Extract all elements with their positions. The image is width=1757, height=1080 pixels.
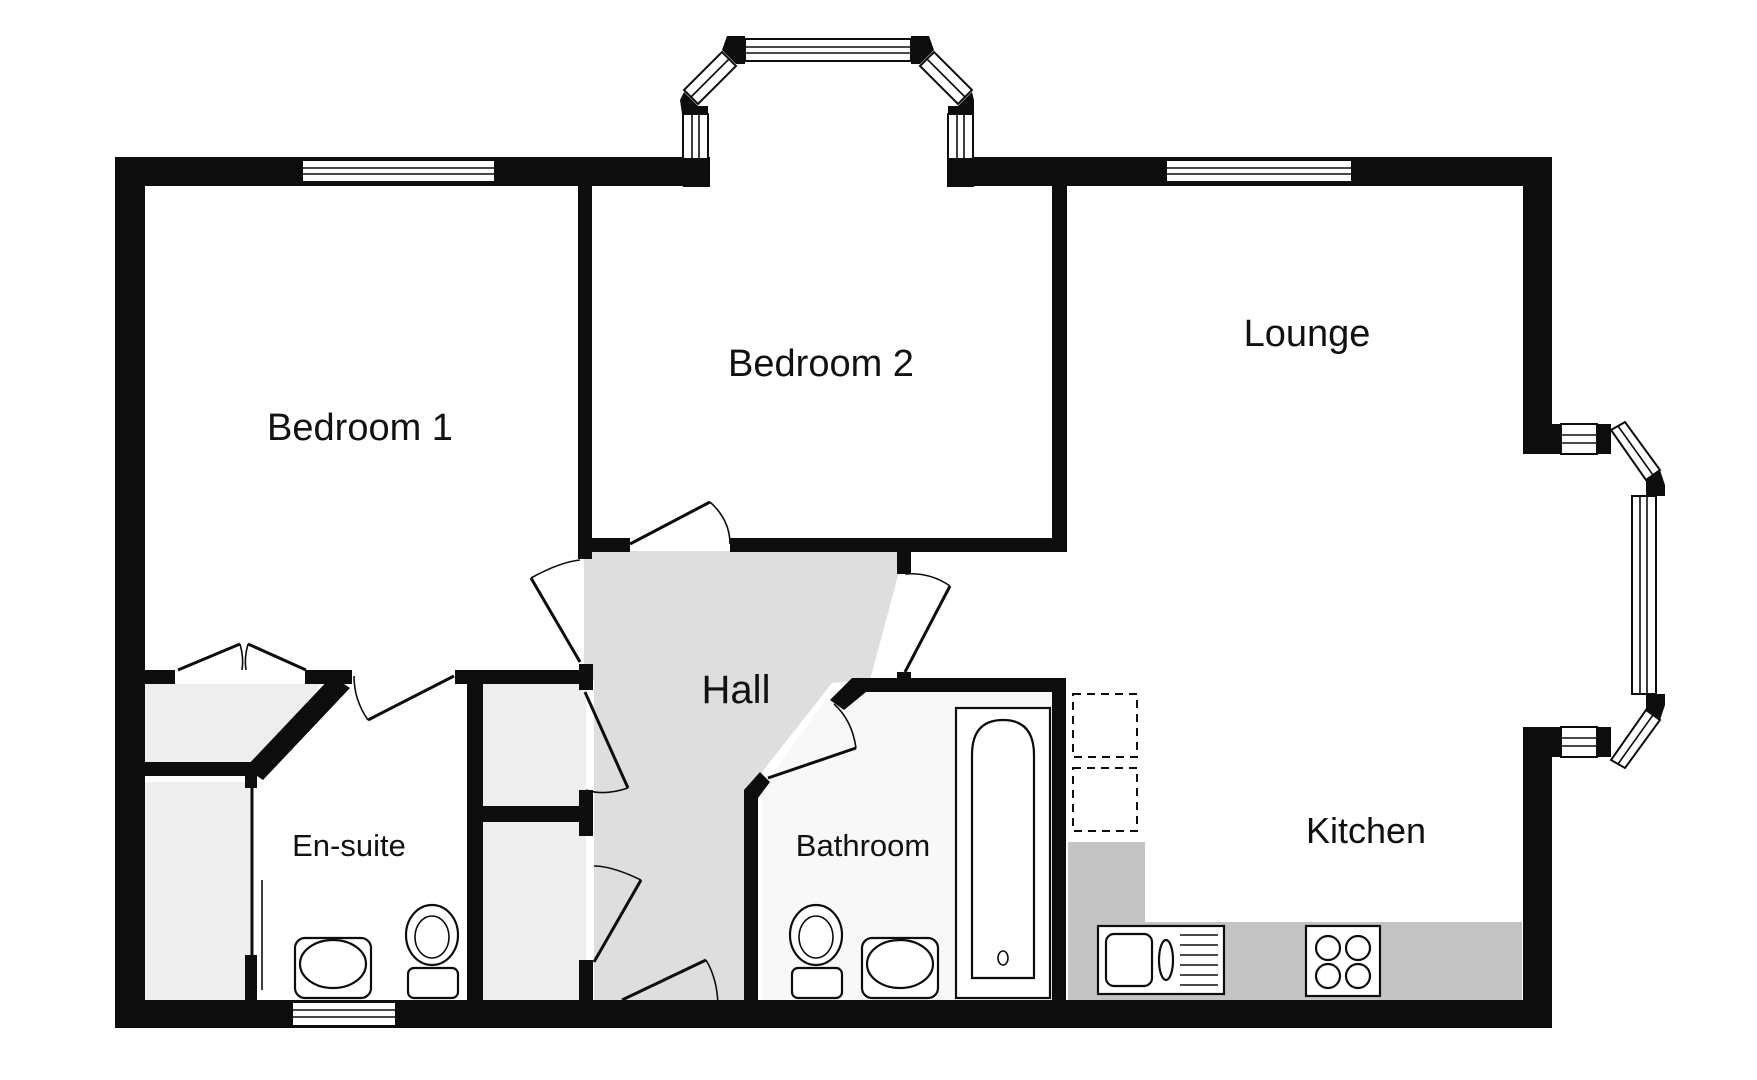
- wall-entrance-stub: [593, 1000, 623, 1028]
- hall-cupboard-1-floor: [483, 684, 586, 806]
- doors: [177, 500, 952, 1009]
- wall-bathroom-right: [1052, 678, 1066, 1000]
- wall-bed1-bottom-mid: [305, 670, 352, 684]
- label-lounge: Lounge: [1244, 313, 1371, 355]
- wall-bed1-bottom-left: [145, 670, 175, 684]
- sliding-door-en-suite-storage: [250, 786, 263, 990]
- door-bedroom-1: [529, 559, 582, 663]
- window-lounge-bay: [1560, 420, 1665, 770]
- fixtures: [293, 693, 1382, 1000]
- door-entrance: [621, 958, 719, 1009]
- bathroom-basin-icon: [860, 936, 940, 1000]
- door-hall-cupboard-2: [592, 865, 643, 963]
- wall-right-bay-stub-bottom: [1523, 727, 1561, 757]
- door-lounge: [903, 572, 952, 673]
- wall-bed1-bed2: [578, 186, 592, 559]
- wall-bathroom-top: [852, 678, 1064, 692]
- wall-bathroom-corner-bottom: [744, 772, 770, 1000]
- door-en-suite: [353, 674, 455, 722]
- wall-en-suite-left: [245, 768, 257, 788]
- wall-hall-cupboard-right-2: [579, 790, 593, 836]
- wall-bay-stub-left: [683, 157, 710, 187]
- wall-hall-cupboard-right-3: [579, 960, 593, 1000]
- hob-icon: [1304, 924, 1382, 998]
- label-bathroom: Bathroom: [796, 828, 930, 863]
- window-en-suite: [291, 1001, 397, 1027]
- en-suite-storage-floor: [145, 782, 253, 1000]
- en-suite-basin-icon: [293, 936, 373, 1000]
- wall-en-suite-right: [467, 670, 483, 1000]
- wall-bed1-bottom-right: [455, 670, 585, 684]
- bath-icon: [954, 706, 1052, 1000]
- wall-bed1-cupboard-bottom: [145, 762, 265, 776]
- wall-bathroom-corner-top: [830, 678, 866, 710]
- label-kitchen: Kitchen: [1306, 810, 1426, 851]
- en-suite-toilet-icon: [404, 903, 460, 1000]
- windows: [291, 36, 1665, 1027]
- kitchen-sink-icon: [1096, 924, 1226, 996]
- wall-en-suite-left-lower: [245, 955, 257, 1000]
- window-bedroom-1: [301, 159, 496, 183]
- room-labels: Bedroom 1 Bedroom 2 Lounge Hall En-suite…: [267, 313, 1426, 863]
- window-bedroom-2-bay: [680, 36, 974, 160]
- hall-floor: [584, 551, 900, 1020]
- wall-left: [115, 157, 145, 1028]
- door-hall-cupboard-1: [583, 691, 630, 794]
- wall-hall-cupboard-right-1: [579, 664, 593, 690]
- wall-bed2-lounge: [1052, 186, 1067, 552]
- bathroom-toilet-icon: [788, 903, 844, 1000]
- label-bedroom-1: Bedroom 1: [267, 407, 453, 449]
- wall-right-bay-stub-top: [1523, 424, 1561, 454]
- wall-hall-cupboard-divider: [483, 806, 586, 822]
- wall-bed2-bottom-left: [578, 538, 630, 552]
- appliance-space-icon: [1072, 693, 1138, 832]
- wall-hall-lounge-stub: [897, 552, 911, 574]
- wall-bed1-cupboard-diagonal: [245, 676, 350, 780]
- door-bedroom-2: [629, 500, 731, 546]
- wall-right-upper: [1523, 157, 1552, 454]
- label-hall: Hall: [702, 668, 771, 712]
- door-bathroom: [767, 703, 857, 780]
- door-bedroom-1-cupboard: [177, 642, 307, 672]
- label-en-suite: En-suite: [292, 828, 406, 863]
- wall-right-lower: [1523, 727, 1552, 1028]
- wall-bed2-bottom-right: [730, 538, 1067, 552]
- label-bedroom-2: Bedroom 2: [728, 343, 914, 385]
- hall-cupboard-2-floor: [483, 822, 586, 1000]
- window-lounge-top: [1165, 159, 1353, 183]
